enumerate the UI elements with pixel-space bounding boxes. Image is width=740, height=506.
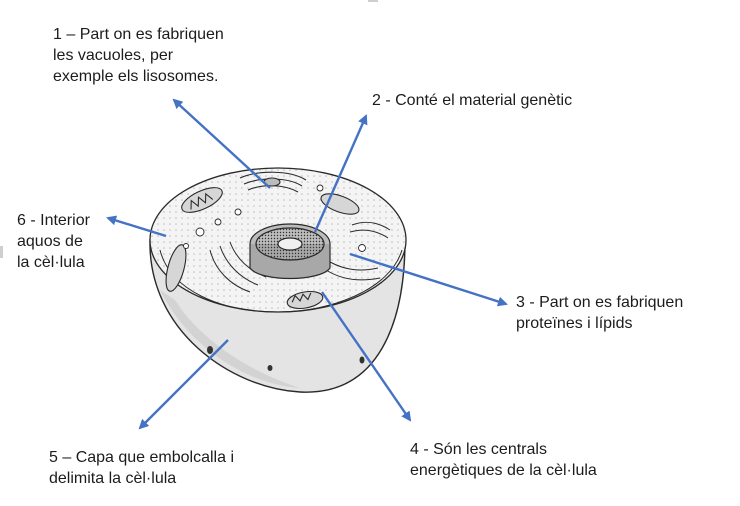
nucleus [249,223,331,280]
label-2: 2 - Conté el material genètic [372,92,573,109]
endoplasmic-reticulum [209,221,391,293]
left-edge-mark [0,246,3,258]
label-5: 5 – Capa que embolcalla i delimita la cè… [49,449,235,487]
arrows [106,98,508,430]
label-4: 4 - Són les centrals energètiques de la … [410,441,597,479]
arrow-6 [106,215,167,238]
top-edge-mark [368,0,378,2]
label-3: 3 - Part on es fabriquen proteïnes i líp… [516,294,684,332]
arrow-2 [313,114,368,233]
vesicles [183,184,366,252]
arrow-1 [172,98,271,189]
arrow-4 [321,291,412,422]
label-6: 6 - Interior aquos de la cèl·lula [17,212,90,271]
golgi-apparatus [239,171,307,193]
arrow-5 [138,339,229,430]
arrow-3 [349,252,508,307]
label-1: 1 – Part on es fabriquen les vacuoles, p… [53,26,224,85]
